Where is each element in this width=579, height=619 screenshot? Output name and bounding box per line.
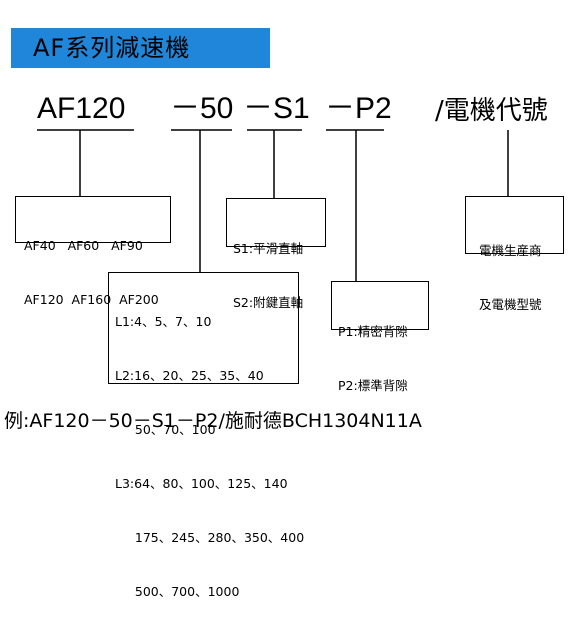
ratio-options-line: L2:16、20、25、35、40 bbox=[115, 368, 264, 383]
motor-options-box: 電機生産商 及電機型號 bbox=[465, 196, 564, 312]
pole-options-line: P1:精密背隙 bbox=[338, 324, 408, 339]
code-pole: －P2 bbox=[325, 92, 392, 125]
code-ratio: －50 bbox=[170, 92, 234, 125]
series-title: AF系列減速機 bbox=[11, 28, 270, 68]
model-options-box: AF40 AF60 AF90 AF120 AF160 AF200 bbox=[15, 196, 171, 307]
code-model: AF120 bbox=[37, 92, 126, 125]
shaft-options-line: S2:附鍵直軸 bbox=[233, 295, 304, 310]
motor-options-line: 及電機型號 bbox=[479, 297, 542, 312]
shaft-options-line: S1:平滑直軸 bbox=[233, 241, 304, 256]
pole-options-box: P1:精密背隙 P2:標準背隙 bbox=[331, 281, 429, 393]
ratio-options-line: 50、70、100 bbox=[115, 422, 216, 437]
ratio-options-line: L1:4、5、7、10 bbox=[115, 314, 212, 329]
shaft-options-box: S1:平滑直軸 S2:附鍵直軸 bbox=[226, 198, 326, 310]
ratio-options-line: 175、245、280、350、400 bbox=[115, 530, 305, 545]
motor-options-line: 電機生産商 bbox=[479, 243, 542, 258]
ratio-options-line: L3:64、80、100、125、140 bbox=[115, 476, 288, 491]
model-options-line: AF120 AF160 AF200 bbox=[24, 292, 159, 307]
example-code: 例:AF120－50－S1－P2/施耐德BCH1304N11A bbox=[4, 410, 422, 432]
model-options-line: AF40 AF60 AF90 bbox=[24, 238, 143, 253]
pole-options-line: P2:標準背隙 bbox=[338, 378, 408, 393]
connector-lines bbox=[37, 129, 509, 281]
code-shaft: －S1 bbox=[243, 92, 310, 125]
code-motor: /電機代號 bbox=[435, 96, 548, 126]
ratio-options-line: 500、700、1000 bbox=[115, 584, 240, 599]
ratio-options-box: L1:4、5、7、10 L2:16、20、25、35、40 50、70、100 … bbox=[108, 272, 304, 599]
